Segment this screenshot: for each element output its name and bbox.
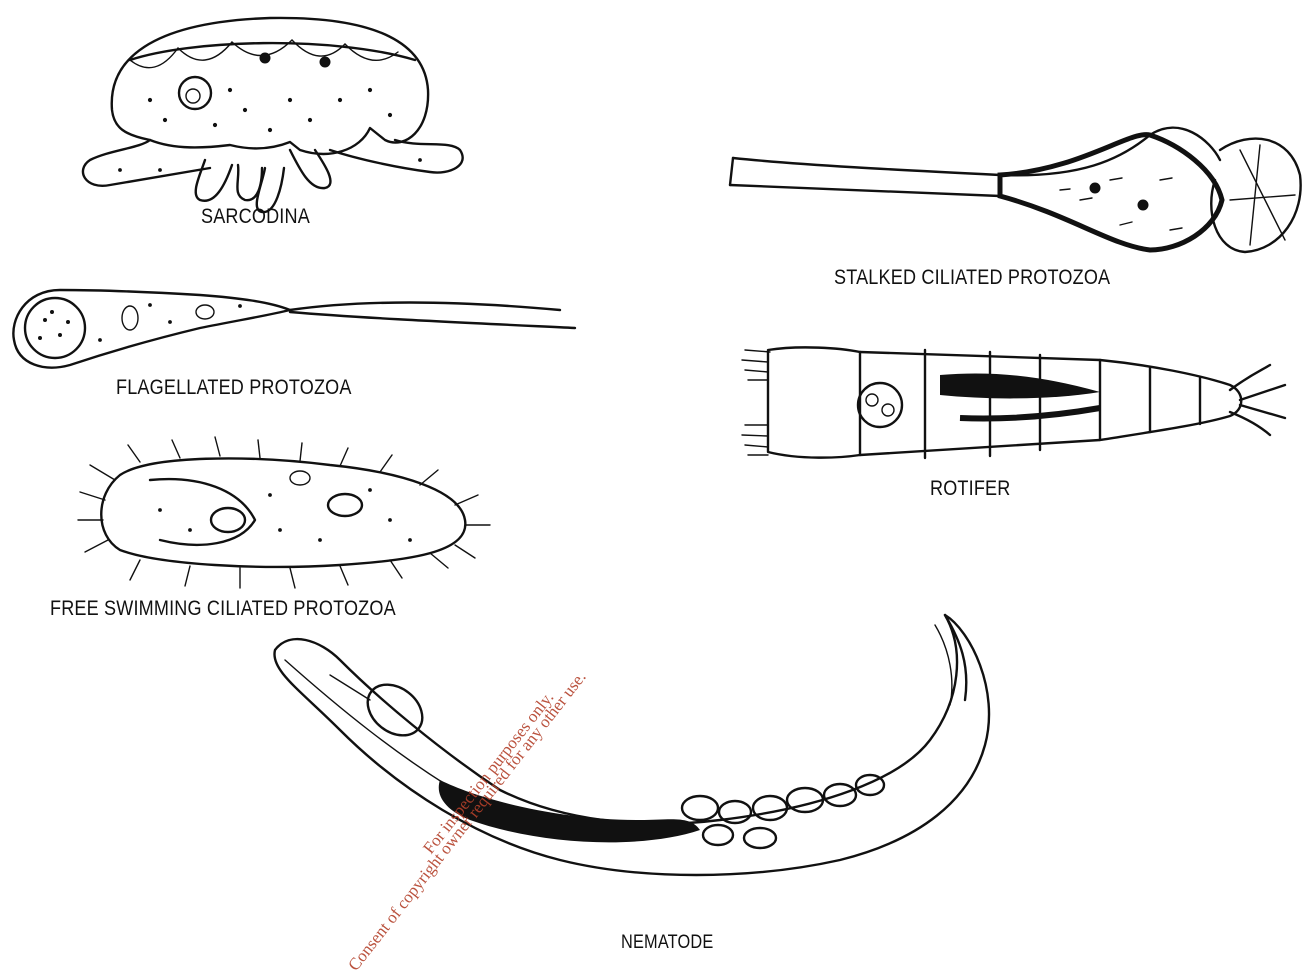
sarcodina-drawing [83,18,463,212]
caption-stalked-ciliated-protozoa: STALKED CILIATED PROTOZOA [834,266,1110,290]
rotifer-drawing [742,347,1285,458]
caption-free-swimming-ciliated-protozoa: FREE SWIMMING CILIATED PROTOZOA [50,597,396,621]
vorticella-drawing [730,128,1301,252]
paramecium-drawing [78,437,490,588]
caption-sarcodina: SARCODINA [201,205,310,229]
nematode-drawing [274,615,989,875]
flagellate-drawing [13,290,575,368]
caption-rotifer: ROTIFER [930,477,1010,501]
caption-flagellated-protozoa: FLAGELLATED PROTOZOA [116,376,352,400]
caption-nematode: NEMATODE [621,932,713,954]
